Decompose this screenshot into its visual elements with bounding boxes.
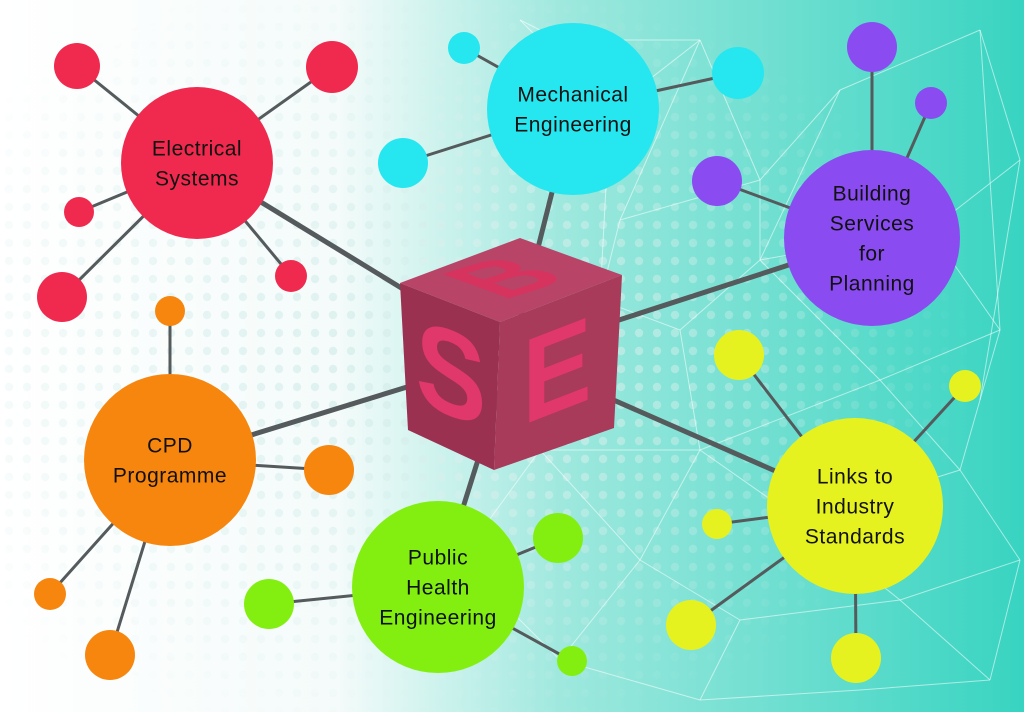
electrical-systems-circle (121, 87, 273, 239)
mesh-line (989, 559, 1021, 681)
cpd-programme-circle (84, 374, 256, 546)
links-to-industry-standards-satellite-node (714, 330, 764, 380)
electrical-systems-satellite-node (306, 41, 358, 93)
cpd-programme-satellite-node (85, 630, 135, 680)
building-services-for-planning-satellite-node (847, 22, 897, 72)
mesh-line (679, 259, 761, 331)
mesh-line (759, 89, 841, 181)
satellites (34, 22, 981, 683)
public-health-engineering-satellite-node (533, 513, 583, 563)
public-health-engineering-circle (352, 501, 524, 673)
links-to-industry-standards-satellite-node (666, 600, 716, 650)
links-to-industry-standards-satellite-node (702, 509, 732, 539)
mesh-line (979, 329, 1001, 401)
cpd-programme-satellite-node (34, 578, 66, 610)
electrical-systems-label: Systems (155, 168, 239, 191)
mesh-line (839, 29, 981, 91)
electrical-systems-label: Electrical (152, 138, 242, 161)
mechanical-engineering-satellite-node (448, 32, 480, 64)
mesh-line (979, 159, 1021, 401)
cube-left-face (400, 283, 500, 470)
mechanical-engineering-satellite-node (712, 47, 764, 99)
mechanical-engineering-circle (487, 23, 659, 195)
mesh-line (739, 599, 901, 621)
public-health-engineering-satellite-node (557, 646, 587, 676)
mesh-line (759, 89, 841, 261)
mesh-line (699, 689, 861, 701)
bse-cube: B S E (400, 238, 622, 470)
mesh-line (699, 619, 741, 701)
building-services-for-planning-label: Services (830, 213, 915, 236)
topic-nodes: ElectricalSystemsMechanicalEngineeringBu… (84, 23, 960, 673)
mesh-line (639, 559, 741, 621)
mesh-line (699, 379, 881, 451)
mesh-line (699, 39, 761, 181)
public-health-engineering-label: Health (406, 577, 470, 600)
mesh-line (559, 559, 641, 661)
cpd-programme-label: CPD (147, 435, 193, 458)
mesh-line (899, 559, 1021, 601)
building-services-for-planning-label: Planning (829, 273, 915, 296)
cube-letter-e: E (522, 289, 591, 451)
public-health-engineering-satellite-node (244, 579, 294, 629)
mesh-line (879, 379, 961, 471)
links-to-industry-standards-satellite-node (949, 370, 981, 402)
mesh-line (639, 449, 701, 561)
building-services-for-planning-label: for (859, 243, 885, 266)
electrical-systems-satellite-node (54, 43, 100, 89)
mesh-line (959, 399, 981, 471)
links-to-industry-standards-label: Standards (805, 526, 905, 549)
mesh-line (959, 469, 1021, 561)
building-services-for-planning-satellite-node (692, 156, 742, 206)
mesh-line (759, 259, 881, 381)
building-services-for-planning-label: Building (833, 183, 912, 206)
mesh-line (899, 599, 991, 681)
mesh-line (979, 29, 1021, 161)
electrical-systems-satellite-node (275, 260, 307, 292)
cube-right-face (494, 275, 622, 470)
building-services-for-planning-circle (784, 150, 960, 326)
mesh-line (539, 449, 641, 561)
building-services-for-planning-satellite-node (915, 87, 947, 119)
links-to-industry-standards-label: Links to (817, 466, 893, 489)
links-to-industry-standards-label: Industry (816, 496, 895, 519)
mesh-line (879, 329, 1001, 381)
electrical-systems-satellite-node (64, 197, 94, 227)
cube-letter-s: S (416, 291, 486, 455)
mesh-line (679, 329, 701, 451)
cpd-programme-satellite-node (155, 296, 185, 326)
links-to-industry-standards-satellite-node (831, 633, 881, 683)
cpd-programme-satellite-node (304, 445, 354, 495)
mesh-line (859, 679, 991, 691)
cube-top-face (400, 238, 622, 322)
mechanical-engineering-satellite-node (378, 138, 428, 188)
cpd-programme-label: Programme (113, 465, 227, 488)
electrical-systems-satellite-node (37, 272, 87, 322)
public-health-engineering-label: Public (408, 547, 468, 570)
public-health-engineering-label: Engineering (379, 607, 497, 630)
mechanical-engineering-label: Engineering (514, 114, 632, 137)
mesh-line (619, 39, 701, 221)
mesh-line (979, 29, 1001, 331)
mechanical-engineering-label: Mechanical (517, 84, 628, 107)
cpd-programme-node: CPD Programme (84, 374, 256, 546)
links-to-industry-standards-circle (767, 418, 943, 594)
